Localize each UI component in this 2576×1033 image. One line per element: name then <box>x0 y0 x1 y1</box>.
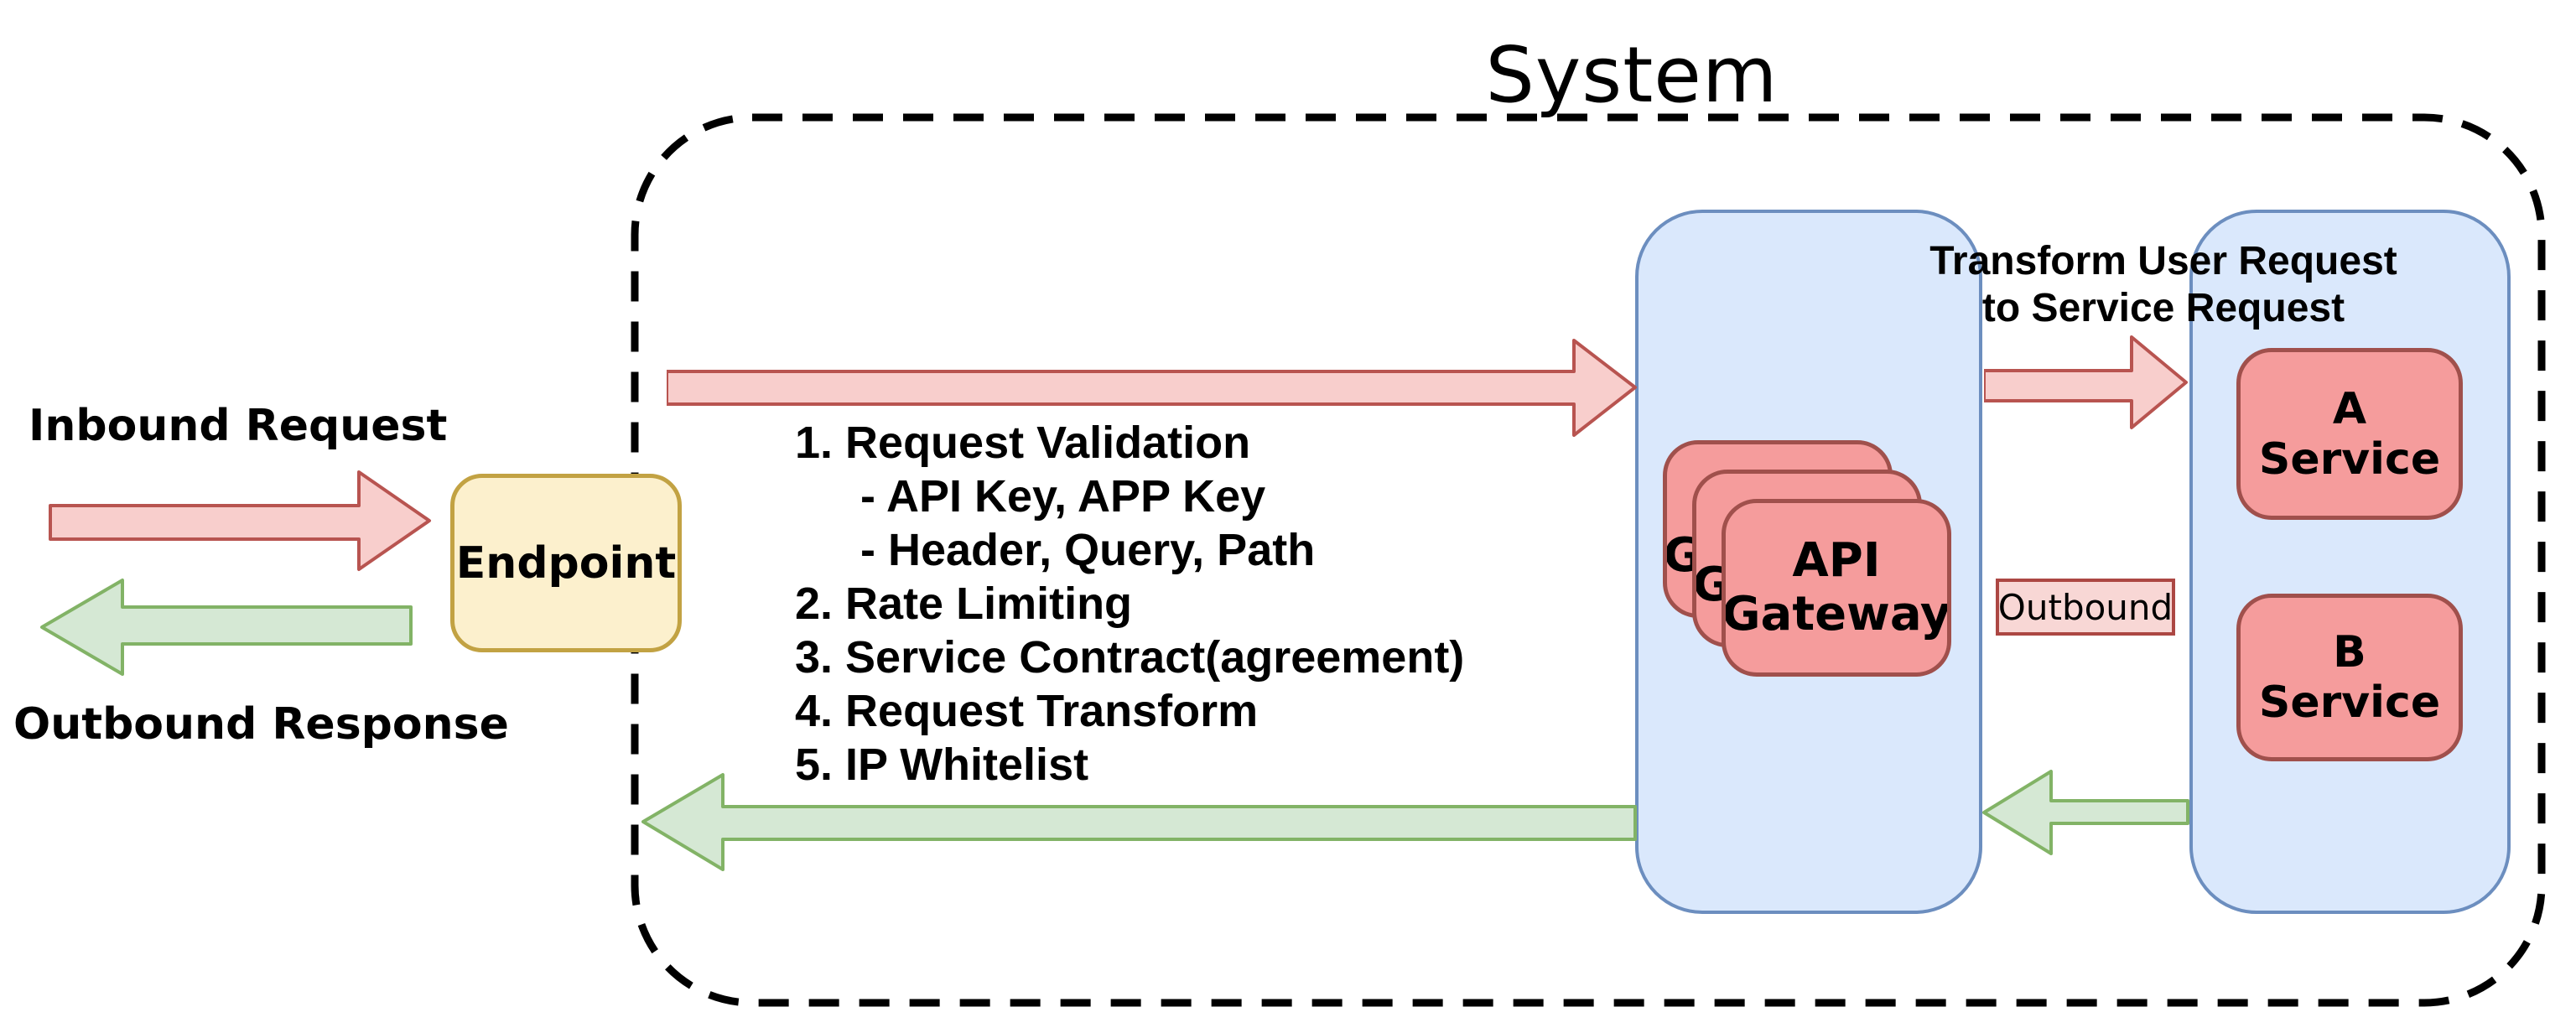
gateway-to-service-arrow-shape <box>1984 335 2188 429</box>
system-boundary-box <box>631 113 2546 1007</box>
api-gateway-card-front: API Gateway <box>1722 499 1951 677</box>
transform-note-line1: Transform User Request <box>1929 239 2397 283</box>
service-a-label-line2: Service <box>2258 433 2441 485</box>
service-to-gateway-arrow-shape <box>1982 770 2189 855</box>
endpoint-node: Endpoint <box>450 474 682 652</box>
step-item: 5. IP Whitelist <box>795 740 1089 790</box>
step-item: 1. Request Validation <box>795 418 1251 468</box>
transform-note-line2: to Service Request <box>1981 286 2345 330</box>
request-to-gateway-arrow-icon <box>667 339 1637 437</box>
service-to-gateway-arrow-icon <box>1982 770 2189 855</box>
step-item: 4. Request Transform <box>795 686 1259 736</box>
service-b-label-line1: B <box>2333 627 2366 677</box>
outbound-response-arrow-icon <box>40 579 413 676</box>
inbound-request-arrow-icon <box>49 470 431 571</box>
api-gateway-label-line2: Gateway <box>1722 587 1951 641</box>
service-a-label-line1: A <box>2332 383 2367 434</box>
system-boundary-outline <box>631 113 2546 1007</box>
request-to-gateway-arrow-shape <box>667 339 1637 437</box>
services-container <box>2189 210 2511 914</box>
step-item: 2. Rate Limiting <box>795 579 1133 629</box>
outbound-response-label: Outbound Response <box>13 699 509 750</box>
system-title: System <box>1485 30 1779 120</box>
step-item: - API Key, APP Key <box>860 471 1266 522</box>
api-gateway-label-line1: API <box>1792 533 1881 588</box>
inbound-request-arrow-shape <box>49 470 431 571</box>
endpoint-label: Endpoint <box>455 537 677 589</box>
service-b-node: B Service <box>2236 594 2463 761</box>
gateway-to-service-arrow-icon <box>1984 335 2188 429</box>
step-item: 3. Service Contract(agreement) <box>795 632 1465 683</box>
gateway-steps-list: 1. Request Validation - API Key, APP Key… <box>795 416 1550 792</box>
step-item: - Header, Query, Path <box>860 525 1316 575</box>
transform-note: Transform User Request to Service Reques… <box>1878 238 2449 332</box>
outbound-tag-label: Outbound <box>1997 586 2174 628</box>
service-a-node: A Service <box>2236 348 2463 520</box>
response-to-endpoint-arrow-shape <box>641 773 1637 871</box>
service-b-label-line2: Service <box>2258 677 2441 728</box>
response-to-endpoint-arrow-icon <box>641 773 1637 871</box>
outbound-tag: Outbound <box>1996 579 2175 636</box>
inbound-request-label: Inbound Request <box>29 401 448 451</box>
outbound-response-arrow-shape <box>40 579 413 676</box>
